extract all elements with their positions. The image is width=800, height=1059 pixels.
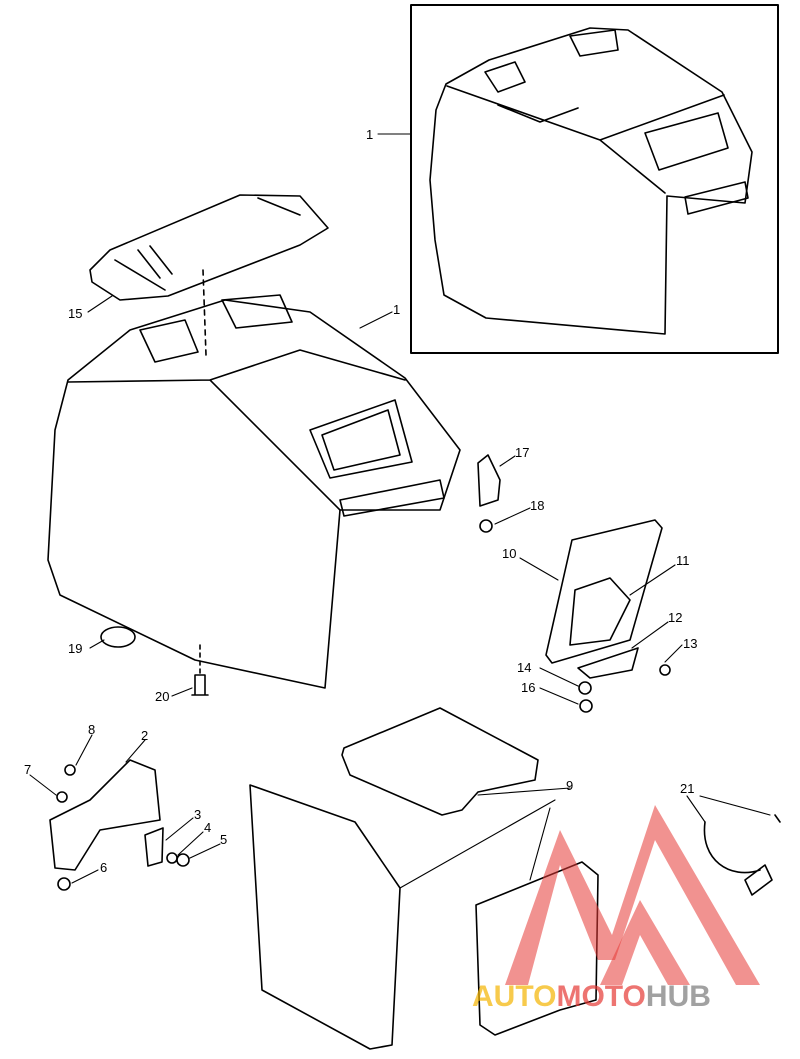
watermark-logo: AUTOMOTOHUB xyxy=(472,805,760,1013)
watermark-text: AUTOMOTOHUB xyxy=(472,980,711,1013)
callout-5: 5 xyxy=(220,832,227,847)
nut-16 xyxy=(579,699,593,713)
washer-7 xyxy=(56,791,68,803)
grommet-19 xyxy=(100,626,136,648)
main-cowl-inner-window xyxy=(321,409,401,471)
callout-10: 10 xyxy=(502,546,516,561)
callout-18: 18 xyxy=(530,498,544,513)
washer-14 xyxy=(578,681,592,695)
callout-11: 11 xyxy=(676,553,690,568)
inset-frame xyxy=(410,4,779,354)
inset-cowl xyxy=(429,27,753,335)
callout-3: 3 xyxy=(194,807,201,822)
bolt-5 xyxy=(176,853,190,867)
callout-1-inset: 1 xyxy=(366,127,373,142)
cable-21 xyxy=(703,814,781,896)
screw-8 xyxy=(64,764,76,776)
callout-1-main: 1 xyxy=(393,302,400,317)
main-cowl-handle xyxy=(339,479,445,517)
bracket-17 xyxy=(477,454,501,507)
callout-labels: 1 1 15 17 18 10 11 12 13 14 16 19 20 8 2… xyxy=(24,127,697,875)
inset-cowl-window xyxy=(644,112,729,171)
pad-9a xyxy=(341,707,539,816)
main-cowl xyxy=(47,294,461,689)
inset-cowl-top xyxy=(446,85,725,194)
callout-8: 8 xyxy=(88,722,95,737)
callout-9: 9 xyxy=(566,778,573,793)
callout-15: 15 xyxy=(68,306,82,321)
bracket-12 xyxy=(577,647,639,679)
main-cowl-window xyxy=(309,399,413,479)
leader-lines xyxy=(29,133,771,889)
bolt-20 xyxy=(191,674,209,696)
callout-16: 16 xyxy=(521,680,535,695)
callout-7: 7 xyxy=(24,762,31,777)
screw-13 xyxy=(659,664,671,676)
main-cowl-outline xyxy=(47,299,461,689)
callout-17: 17 xyxy=(515,445,529,460)
top-cover xyxy=(89,194,329,356)
callout-2: 2 xyxy=(141,728,148,743)
hinge-bracket-2 xyxy=(49,759,161,871)
callout-19: 19 xyxy=(68,641,82,656)
link-3 xyxy=(144,827,164,867)
plate-10 xyxy=(545,519,663,664)
pad-9c xyxy=(475,861,599,1036)
callout-4: 4 xyxy=(204,820,211,835)
main-cowl-top xyxy=(67,349,406,511)
callout-14: 14 xyxy=(517,660,531,675)
callout-21: 21 xyxy=(680,781,694,796)
main-cowl-intake xyxy=(139,294,293,363)
washer-4 xyxy=(166,852,178,864)
callout-12: 12 xyxy=(668,610,682,625)
screw-18 xyxy=(479,519,493,533)
callout-13: 13 xyxy=(683,636,697,651)
inset-cowl-handle xyxy=(684,181,749,215)
callout-6: 6 xyxy=(100,860,107,875)
callout-20: 20 xyxy=(155,689,169,704)
inset-cowl-intake xyxy=(484,29,619,93)
pad-9b xyxy=(249,784,401,1050)
latch-11 xyxy=(569,577,631,646)
bolt-6 xyxy=(57,877,71,891)
